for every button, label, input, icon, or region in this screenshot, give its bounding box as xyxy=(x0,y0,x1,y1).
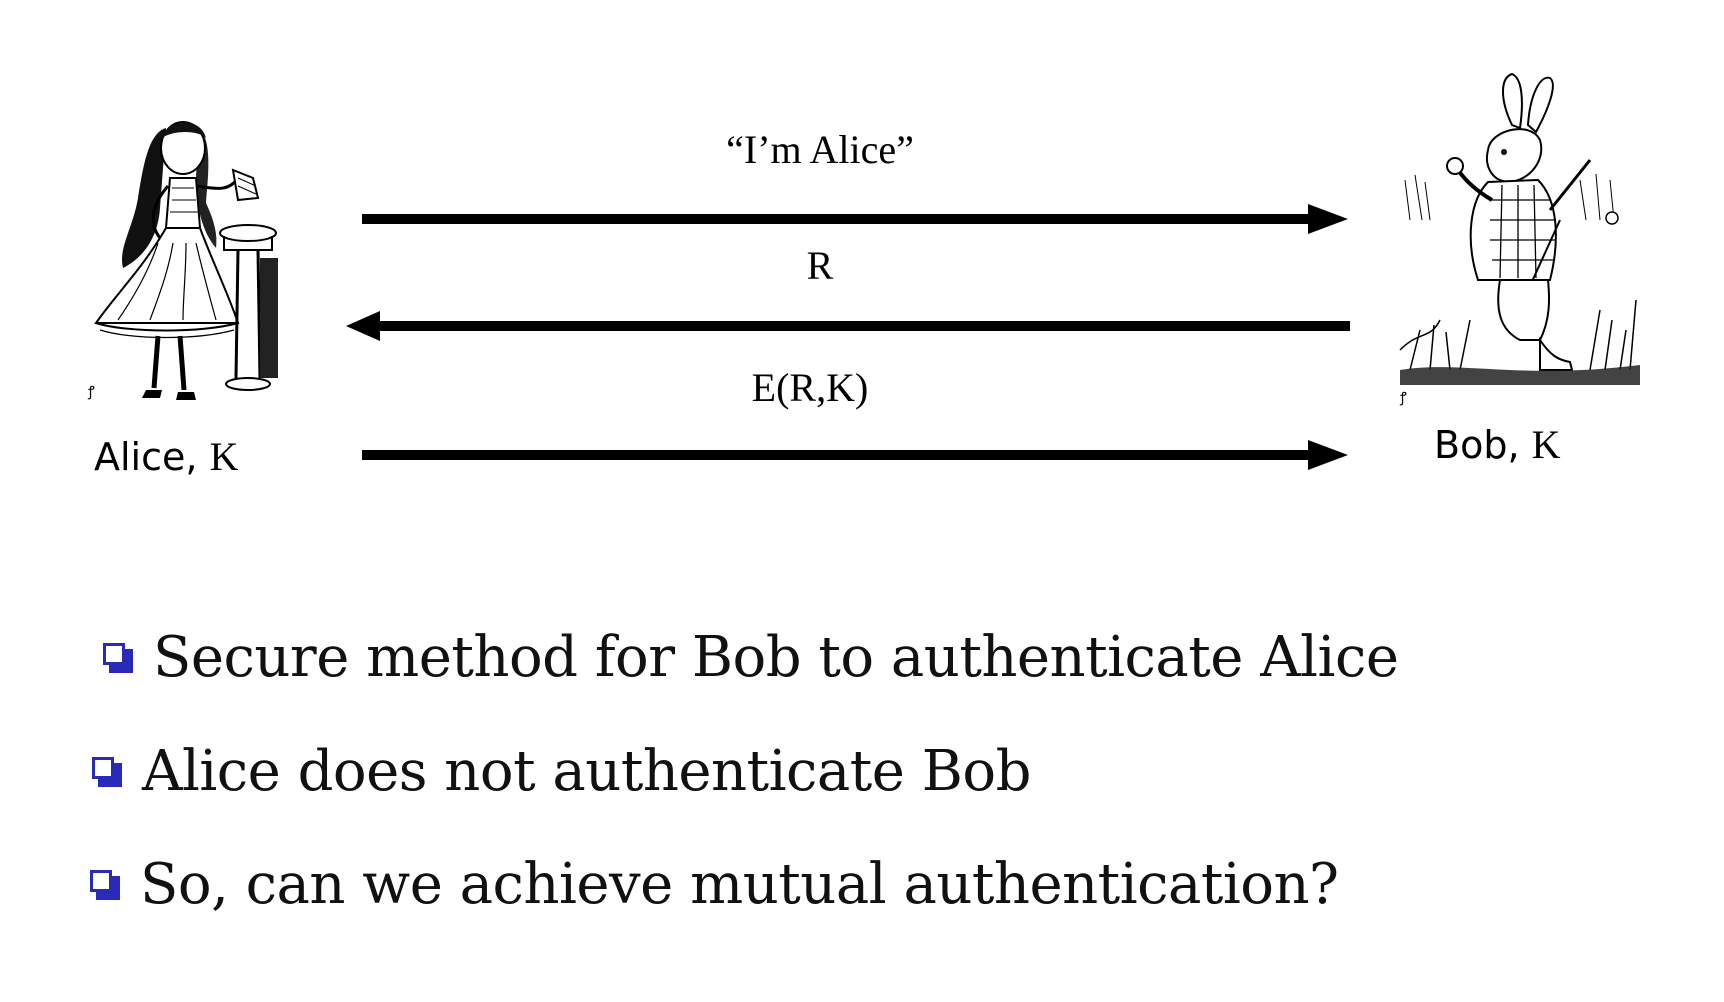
svg-text:ꝭ: ꝭ xyxy=(1399,390,1407,406)
arrow-right-icon xyxy=(362,438,1352,472)
hollow-square-bullet-icon xyxy=(92,757,122,787)
bob-name: Bob xyxy=(1434,423,1508,467)
bob-label: Bob, K xyxy=(1434,422,1561,467)
message-2-label: R xyxy=(806,243,834,288)
bullet-item: Secure method for Bob to authenticate Al… xyxy=(103,625,1399,690)
bob-key: K xyxy=(1531,422,1561,467)
arrow-left-icon xyxy=(346,309,1352,343)
svg-text:ꝭ: ꝭ xyxy=(87,384,95,400)
alice-label: Alice, K xyxy=(94,434,239,479)
alice-illustration-icon: ꝭ xyxy=(87,108,288,438)
bullet-text: Alice does not authenticate Bob xyxy=(142,739,1031,804)
bullet-text: So, can we achieve mutual authentication… xyxy=(140,852,1339,917)
bullet-text: Secure method for Bob to authenticate Al… xyxy=(153,625,1399,690)
alice-key: K xyxy=(209,434,239,479)
arrow-right-icon xyxy=(362,202,1352,236)
bullet-item: Alice does not authenticate Bob xyxy=(92,744,1031,800)
message-1-label: “I’m Alice” xyxy=(726,127,914,172)
bullet-item: So, can we achieve mutual authentication… xyxy=(90,857,1339,913)
hollow-square-bullet-icon xyxy=(90,870,120,900)
message-3-label: E(R,K) xyxy=(751,365,869,410)
white-rabbit-illustration-icon: ꝭ xyxy=(1399,70,1640,410)
hollow-square-bullet-icon xyxy=(103,643,133,673)
alice-name: Alice xyxy=(94,435,186,479)
